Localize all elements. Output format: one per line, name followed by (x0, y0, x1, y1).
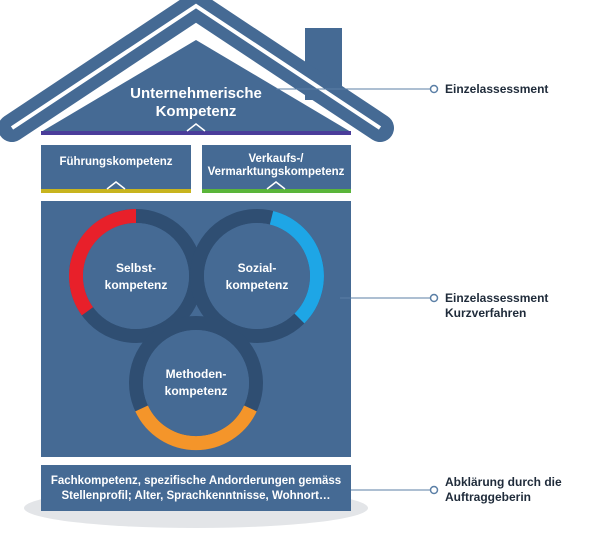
foundation-box (41, 465, 351, 511)
sales-label-line1: Verkaufs-/ (249, 153, 305, 165)
method-competence-line1: Methoden- (166, 367, 227, 381)
foundation-line2: Stellenprofil; Alter, Sprachkenntnisse, … (61, 490, 330, 502)
self-competence-line2: kompetenz (105, 278, 168, 292)
callout-bottom-line2: Auftraggeberin (445, 490, 531, 504)
method-competence-line2: kompetenz (165, 384, 228, 398)
social-competence-line2: kompetenz (226, 278, 289, 292)
leadership-label: Führungskompetenz (59, 156, 172, 168)
social-competence-accent (269, 211, 324, 324)
callout-top-label: Einzelassessment (445, 82, 548, 96)
self-competence-accent (69, 209, 137, 316)
callout-dot-top (429, 84, 439, 94)
callout-dot-bottom (429, 485, 439, 495)
callout-dot-middle (429, 293, 439, 303)
sales-label-line2: Vermarktungskompetenz (208, 166, 345, 178)
callout-middle-line2: Kurzverfahren (445, 306, 526, 320)
foundation-line1: Fachkompetenz, spezifische Andorderungen… (51, 475, 341, 487)
roof-accent-bar (41, 131, 351, 135)
roof-inner (41, 40, 351, 132)
method-competence-accent (135, 405, 257, 451)
roof-title-line1: Unternehmerische (130, 85, 262, 102)
leadership-accent-bar (41, 189, 191, 193)
self-competence-line1: Selbst- (116, 261, 156, 275)
roof-title-line2: Kompetenz (156, 103, 237, 120)
callout-middle-line1: Einzelassessment (445, 291, 548, 305)
social-competence-line1: Sozial- (238, 261, 277, 275)
sales-accent-bar (202, 189, 351, 193)
callout-bottom-line1: Abklärung durch die (445, 475, 562, 489)
